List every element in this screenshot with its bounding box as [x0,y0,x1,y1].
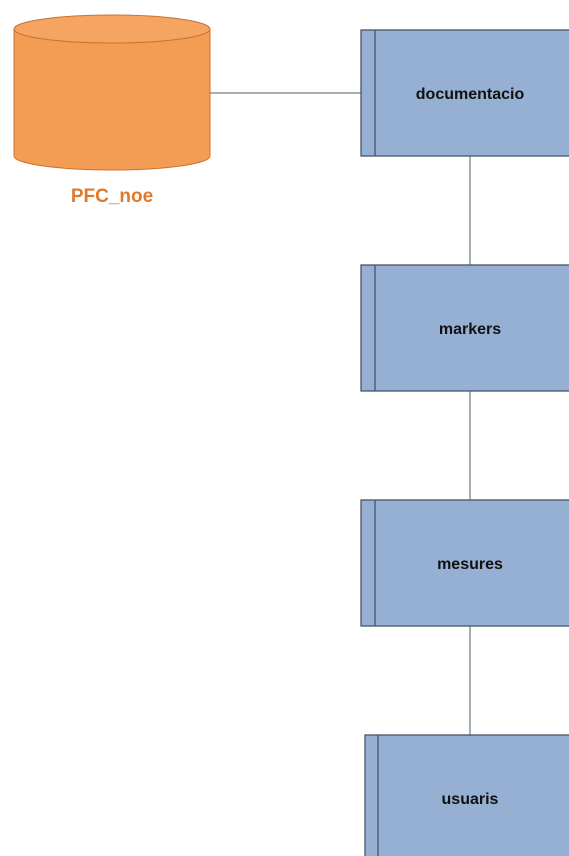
entity-markers[interactable]: markers [360,264,569,392]
entity-label-documentacio: documentacio [416,86,525,103]
entity-box [360,29,569,157]
database-cylinder-icon [13,14,211,171]
connectors [210,92,471,735]
database-label: PFC_noe [71,186,153,207]
entity-mesures[interactable]: mesures [360,499,569,627]
entity-box [360,264,569,392]
entity-label-markers: markers [439,321,501,338]
entity-box [360,499,569,627]
database-node[interactable]: PFC_noe [13,14,211,207]
entity-usuaris[interactable]: usuaris [364,734,569,856]
entity-box [364,734,569,856]
entity-label-mesures: mesures [437,556,503,573]
entity-documentacio[interactable]: documentacio [360,29,569,157]
entity-label-usuaris: usuaris [442,791,499,808]
